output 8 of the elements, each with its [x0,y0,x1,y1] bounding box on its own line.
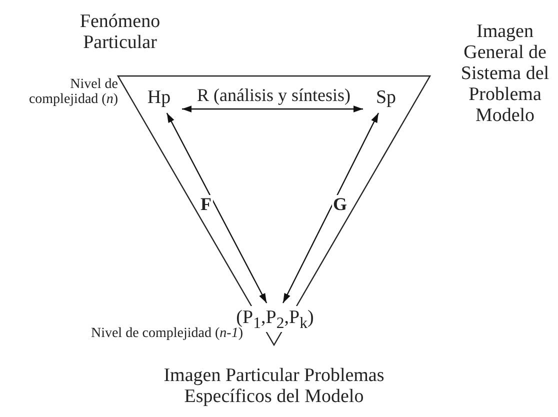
edge-label: R (análisis y síntesis) [196,86,352,106]
double-arrow [166,112,268,304]
level-label: Nivel de complejidad (n) [28,77,118,108]
heading: Imagen General de Sistema del Problema Modelo [460,22,550,126]
double-arrow [282,112,379,304]
double-arrow [182,106,363,112]
heading: Fenómeno Particular [78,12,162,54]
heading: Imagen Particular Problemas Específicos del Modelo [162,366,386,408]
